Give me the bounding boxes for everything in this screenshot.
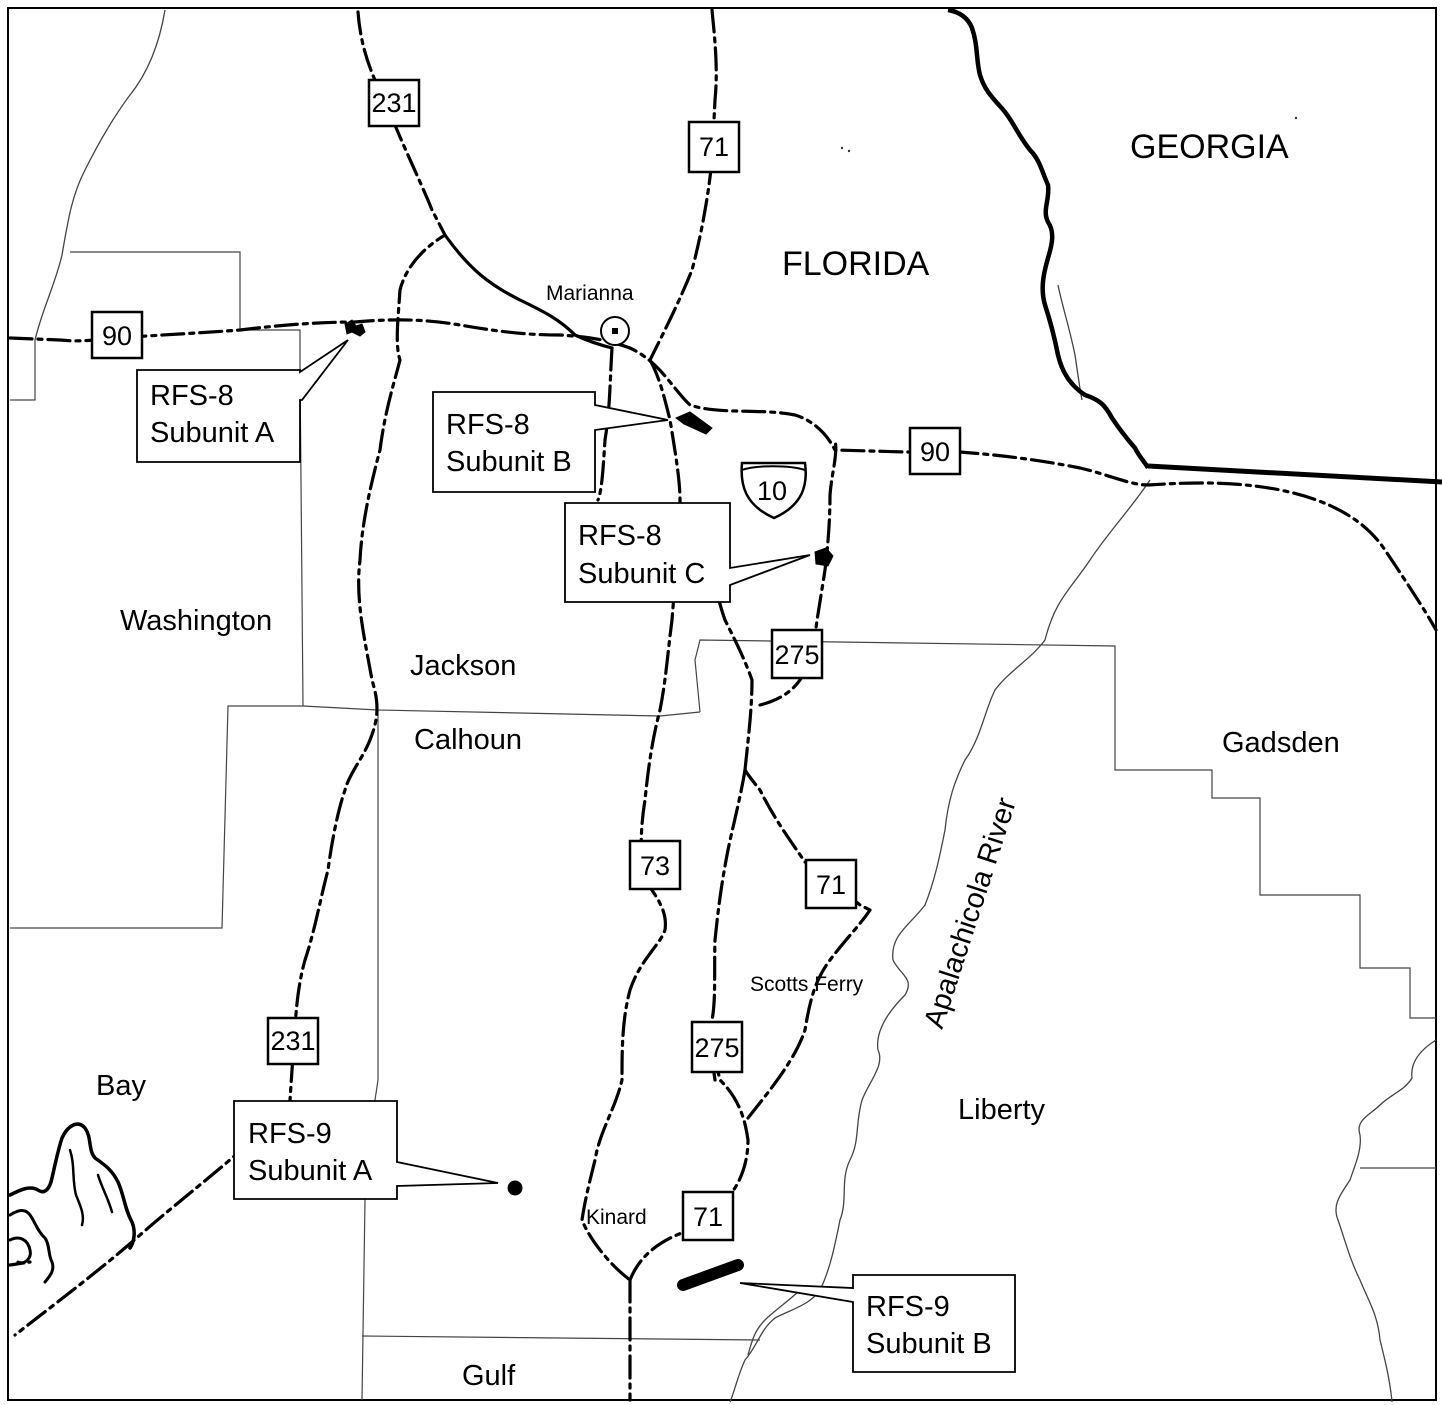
town-labels: Marianna Scotts Ferry Kinard: [546, 282, 864, 1229]
marianna-south-road: [596, 346, 614, 502]
bay-coastline: [8, 1122, 136, 1284]
us90-road: [8, 318, 1438, 632]
state-labels: GEORGIA FLORIDA: [782, 128, 1289, 283]
site-marker-rfs9-b: [677, 1259, 744, 1291]
county-label-bay: Bay: [96, 1070, 146, 1102]
svg-text:Subunit A: Subunit A: [248, 1155, 373, 1187]
site-marker-rfs8-c: [814, 547, 834, 567]
route-shield-sr71-mid: 71: [804, 858, 858, 910]
county-label-liberty: Liberty: [958, 1094, 1046, 1126]
town-label-scotts-ferry: Scotts Ferry: [750, 973, 864, 996]
county-label-washington: Washington: [120, 605, 272, 637]
county-label-gulf: Gulf: [462, 1360, 516, 1392]
site-marker-rfs8-b: [675, 411, 713, 435]
sr73-road: [580, 498, 682, 1282]
callout-rfs9-b: RFS-9 Subunit B: [739, 1274, 1016, 1373]
route-shield-i10: 10: [740, 461, 807, 520]
county-label-gadsden: Gadsden: [1222, 727, 1340, 759]
svg-text:71: 71: [816, 870, 846, 900]
state-label-florida: FLORIDA: [782, 245, 930, 283]
svg-text:275: 275: [694, 1033, 739, 1063]
route-shield-us90-east: 90: [908, 426, 962, 476]
route-shields: 231 71 90 90 10 275 73 71: [90, 78, 962, 1242]
svg-text:RFS-9: RFS-9: [866, 1291, 950, 1323]
svg-text:231: 231: [270, 1026, 315, 1056]
svg-text:231: 231: [371, 88, 416, 118]
svg-text:Subunit B: Subunit B: [446, 446, 572, 478]
town-label-marianna: Marianna: [546, 282, 634, 305]
route-shield-us231-north: 231: [367, 78, 421, 128]
bay-diagonal-road: [13, 1140, 252, 1337]
us231-road: [288, 10, 447, 1102]
ochlockonee-river: [1335, 1039, 1437, 1403]
svg-text:73: 73: [640, 851, 670, 881]
route-shield-sr71-south: 71: [681, 1190, 735, 1242]
svg-text:71: 71: [693, 1202, 723, 1232]
svg-text:RFS-9: RFS-9: [248, 1118, 332, 1150]
map-frame: [7, 7, 1437, 1401]
sr275-connector: [709, 768, 747, 1082]
chipola-river-south: [747, 1289, 801, 1356]
choctawhatchee-river: [34, 9, 166, 341]
state-label-georgia: GEORGIA: [1130, 128, 1289, 166]
route-shield-sr275-south: 275: [690, 1020, 744, 1074]
state-boundary: [947, 7, 1442, 485]
us231-spur: [443, 233, 614, 350]
callout-rfs8-a: RFS-8 Subunit A: [136, 339, 349, 463]
sr71-loop: [743, 768, 872, 1120]
county-label-calhoun: Calhoun: [414, 724, 522, 756]
town-label-kinard: Kinard: [586, 1206, 647, 1229]
apalachicola-river: [729, 479, 1151, 1403]
site-callouts: RFS-8 Subunit A RFS-8 Subunit B RFS-8 Su…: [136, 339, 1016, 1373]
svg-text:10: 10: [757, 476, 787, 506]
svg-text:Subunit C: Subunit C: [578, 558, 705, 590]
river-label-apalachicola: Apalachicola River: [918, 794, 1023, 1033]
site-marker-rfs9-a: [507, 1180, 523, 1196]
callout-rfs8-b: RFS-8 Subunit B: [432, 391, 669, 493]
sr71-north-road: [648, 8, 718, 362]
site-markers: [344, 319, 834, 1291]
route-shield-sr71-north: 71: [687, 120, 741, 174]
center-road: [648, 358, 682, 502]
callout-rfs9-a: RFS-9 Subunit A: [233, 1100, 499, 1200]
route-shield-sr73: 73: [628, 839, 682, 891]
marianna-city-dot: [612, 328, 618, 334]
county-label-jackson: Jackson: [410, 650, 516, 682]
route-shield-us231-south: 231: [266, 1016, 320, 1066]
route-shield-us90-west: 90: [90, 310, 144, 360]
scan-specks: [840, 116, 1298, 153]
county-labels: Washington Jackson Calhoun Gadsden Bay L…: [96, 605, 1340, 1392]
route-shield-sr275-north: 275: [770, 628, 824, 680]
svg-text:Subunit B: Subunit B: [866, 1328, 992, 1360]
svg-text:Subunit A: Subunit A: [150, 417, 275, 449]
callout-rfs8-c: RFS-8 Subunit C: [564, 502, 811, 603]
svg-text:275: 275: [774, 640, 819, 670]
svg-text:RFS-8: RFS-8: [578, 520, 662, 552]
svg-text:RFS-8: RFS-8: [150, 380, 234, 412]
site-marker-rfs8-a: [344, 319, 366, 337]
svg-text:90: 90: [102, 321, 132, 351]
svg-text:RFS-8: RFS-8: [446, 409, 530, 441]
sr71-kinard-spur: [628, 1058, 750, 1282]
svg-text:90: 90: [920, 437, 950, 467]
svg-text:71: 71: [699, 132, 729, 162]
